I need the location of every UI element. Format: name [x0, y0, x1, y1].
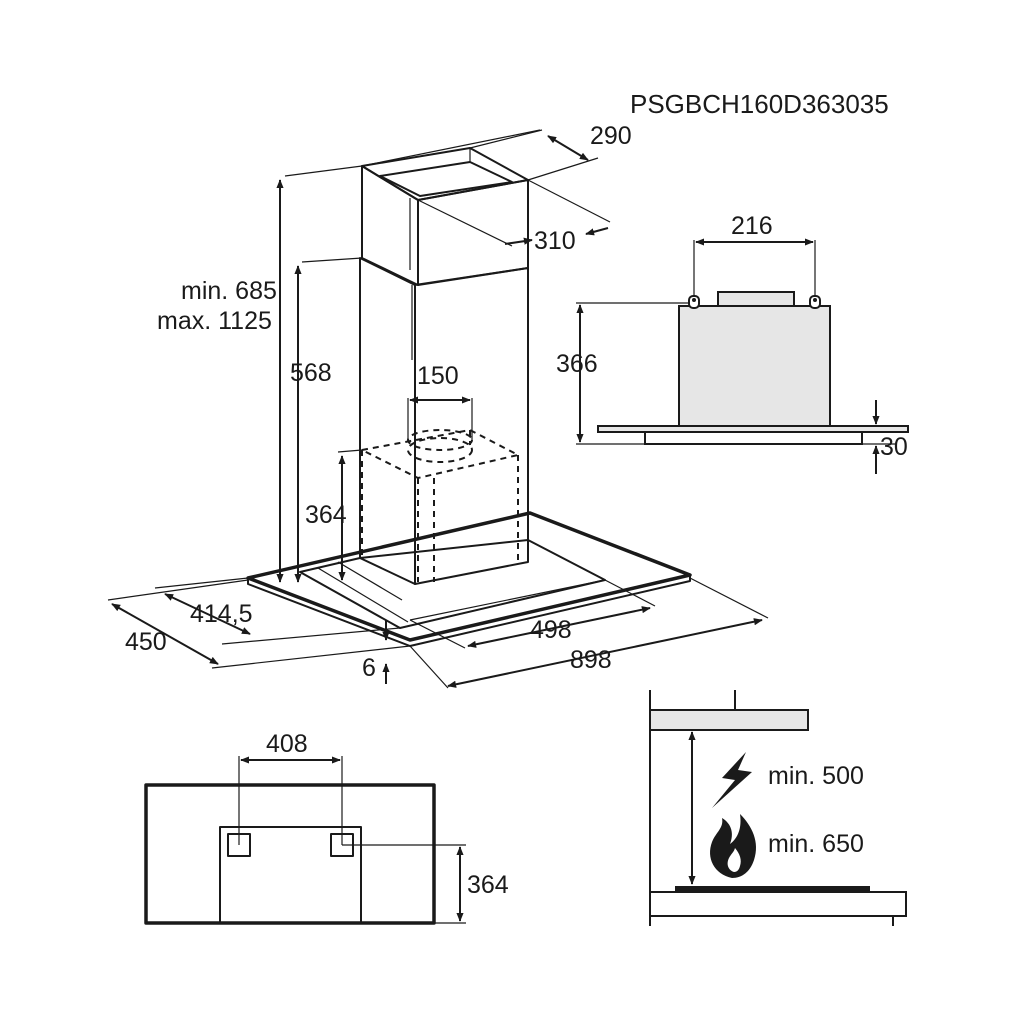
- dim-366-label: 366: [556, 350, 598, 378]
- hood-profile: [649, 709, 809, 731]
- motor-housing: [358, 428, 521, 582]
- canopy-body-line: [317, 567, 409, 623]
- dim-height-max-label: max. 1125: [157, 307, 272, 335]
- hood-isometric-view: 290 310 min. 685 max. 1125 568 150 364 4…: [107, 122, 769, 689]
- mount-inner-body: [219, 826, 362, 924]
- dim-898-line: [447, 618, 763, 688]
- side-body: [678, 305, 831, 427]
- extension-line: [107, 579, 249, 601]
- flame-icon: [710, 814, 757, 878]
- dim-414-label: 414,5: [190, 600, 253, 628]
- dim-6-label: 6: [362, 654, 376, 682]
- extension-line: [527, 179, 611, 223]
- dim-568-label: 568: [290, 359, 332, 387]
- dim-408-label: 408: [266, 730, 308, 758]
- dim-290-label: 290: [590, 122, 632, 150]
- dim-364-mount-label: 364: [467, 871, 509, 899]
- dim-310-arrow: [585, 227, 609, 236]
- side-filter-frame: [644, 431, 863, 445]
- dim-150-label: 150: [417, 362, 459, 390]
- mount-outer-frame: [144, 783, 436, 925]
- extension-line: [604, 579, 656, 607]
- side-top-bracket: [717, 291, 795, 307]
- extension-line: [154, 577, 249, 589]
- extension-line: [337, 449, 363, 453]
- lower-chimney-left: [359, 257, 416, 585]
- lightning-icon: [712, 752, 752, 808]
- dim-height-min-label: min. 685: [181, 277, 277, 305]
- gas-min-label: min. 650: [768, 830, 864, 858]
- dim-898-label: 898: [570, 646, 612, 674]
- electric-min-label: min. 500: [768, 762, 864, 790]
- side-hook-hole-right: [813, 298, 817, 302]
- dim-364-main-label: 364: [305, 501, 347, 529]
- dim-30-label: 30: [880, 433, 908, 461]
- extension-line: [469, 129, 543, 149]
- worktop-profile: [649, 891, 907, 917]
- dim-310-label: 310: [534, 227, 576, 255]
- extension-line: [301, 257, 363, 263]
- extension-line: [409, 645, 449, 689]
- dim-310-arrow: [504, 237, 533, 245]
- extension-line: [689, 577, 769, 619]
- extension-line: [211, 645, 411, 669]
- dim-450-label: 450: [125, 628, 167, 656]
- upper-chimney-front: [417, 179, 529, 286]
- dim-290-line: [547, 135, 589, 161]
- clearance-view: min. 500 min. 650: [649, 690, 907, 926]
- extension-line: [417, 199, 513, 247]
- hood-side-view: 216 366 30: [556, 212, 909, 474]
- dim-498-label: 498: [530, 616, 572, 644]
- glass-canopy: [246, 511, 692, 642]
- canopy-body-line: [409, 579, 606, 621]
- side-hook-hole-left: [692, 298, 696, 302]
- extension-line: [284, 165, 363, 177]
- hob-surface: [675, 886, 870, 893]
- dim-216-label: 216: [731, 212, 773, 240]
- flame-icon-inner: [727, 848, 741, 872]
- extension-line: [221, 627, 401, 645]
- mounting-view: 408 364: [144, 730, 509, 925]
- canopy-body-line: [337, 561, 403, 601]
- extension-line: [527, 157, 599, 181]
- upper-chimney-opening: [379, 161, 513, 197]
- canopy-body: [299, 539, 606, 629]
- dim-450-line: [111, 603, 219, 665]
- model-code: PSGBCH160D363035: [630, 89, 889, 119]
- extension-line: [361, 129, 541, 167]
